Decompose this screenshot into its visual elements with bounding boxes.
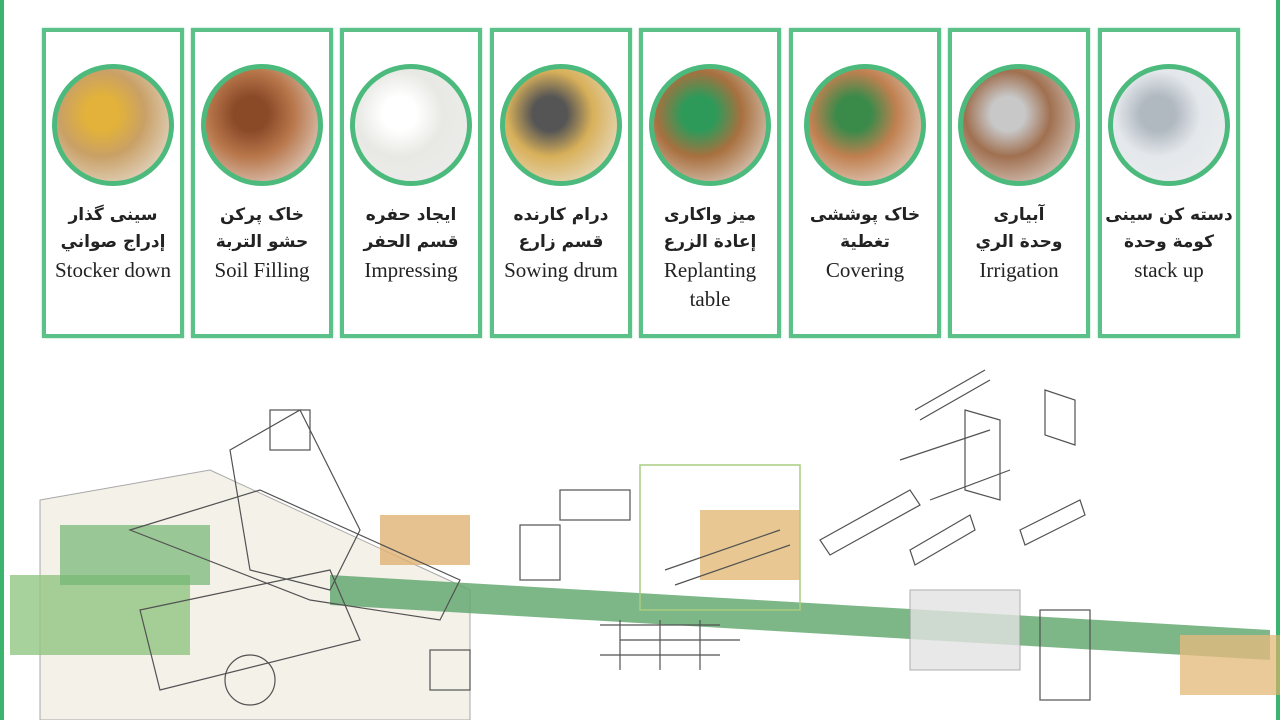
machine-exploded-diagram [10,369,1280,720]
stage-label-english: Sowing drum [504,258,618,282]
stage-label-english: stack up [1134,258,1204,282]
stage-card: خاک پوششی تغطية Covering [789,28,941,338]
stage-label-persian: سینی گذار [68,205,158,225]
right-border [1276,0,1280,720]
stage-label-english: Stocker down [54,258,172,282]
stage-card: سینی گذار إدراج صواني Stocker down [42,28,184,338]
stage-label-arabic: إدراج صواني [60,232,166,252]
stage-label-english: Irrigation [979,258,1059,282]
stage-photo [649,64,771,186]
conveyor [330,575,1270,660]
stage-label-english: Covering [825,258,905,282]
stage-card: درام کارنده قسم زارع Sowing drum [490,28,632,338]
stage-label-persian: ایجاد حفره [365,205,457,225]
stage-photo [350,64,472,186]
stage-label-persian: دسته کن سینی [1105,205,1233,225]
stage-label-english: Soil Filling [214,258,310,282]
stage-photo [500,64,622,186]
stage-label-arabic: قسم زارع [518,232,604,252]
stage-photo [804,64,926,186]
stage-photo [1108,64,1230,186]
stage-label-arabic: حشو التربة [215,232,309,252]
stage-label-persian: خاک پوششی [809,205,921,225]
stage-label-persian: آبیاری [993,205,1045,225]
stage-photo [958,64,1080,186]
stage-label-arabic: تغطية [840,232,890,252]
stage-label-arabic: كومة وحدة [1124,232,1214,252]
stage-photo [52,64,174,186]
stage-label-english: Impressing [364,258,458,282]
stage-photo [201,64,323,186]
stage-label-arabic: قسم الحفر [363,232,459,252]
stage-label-arabic: إعادة الزرع [663,232,757,252]
stage-card: میز واکاری إعادة الزرع Replanting table [639,28,781,338]
stage-card: ایجاد حفره قسم الحفر Impressing [340,28,482,338]
stage-card: خاک پرکن حشو التربة Soil Filling [191,28,333,338]
stage-label-persian: میز واکاری [664,205,756,225]
soil-hopper [10,575,190,655]
stage-card: دسته کن سینی كومة وحدة stack up [1098,28,1240,338]
stage-label-persian: درام کارنده [513,205,609,225]
stage-label-persian: خاک پرکن [219,205,305,225]
stage-label-english: Replanting table [663,258,757,311]
stage-card: آبیاری وحدة الري Irrigation [948,28,1090,338]
stage-label-arabic: وحدة الري [975,232,1063,252]
left-border [0,0,4,720]
